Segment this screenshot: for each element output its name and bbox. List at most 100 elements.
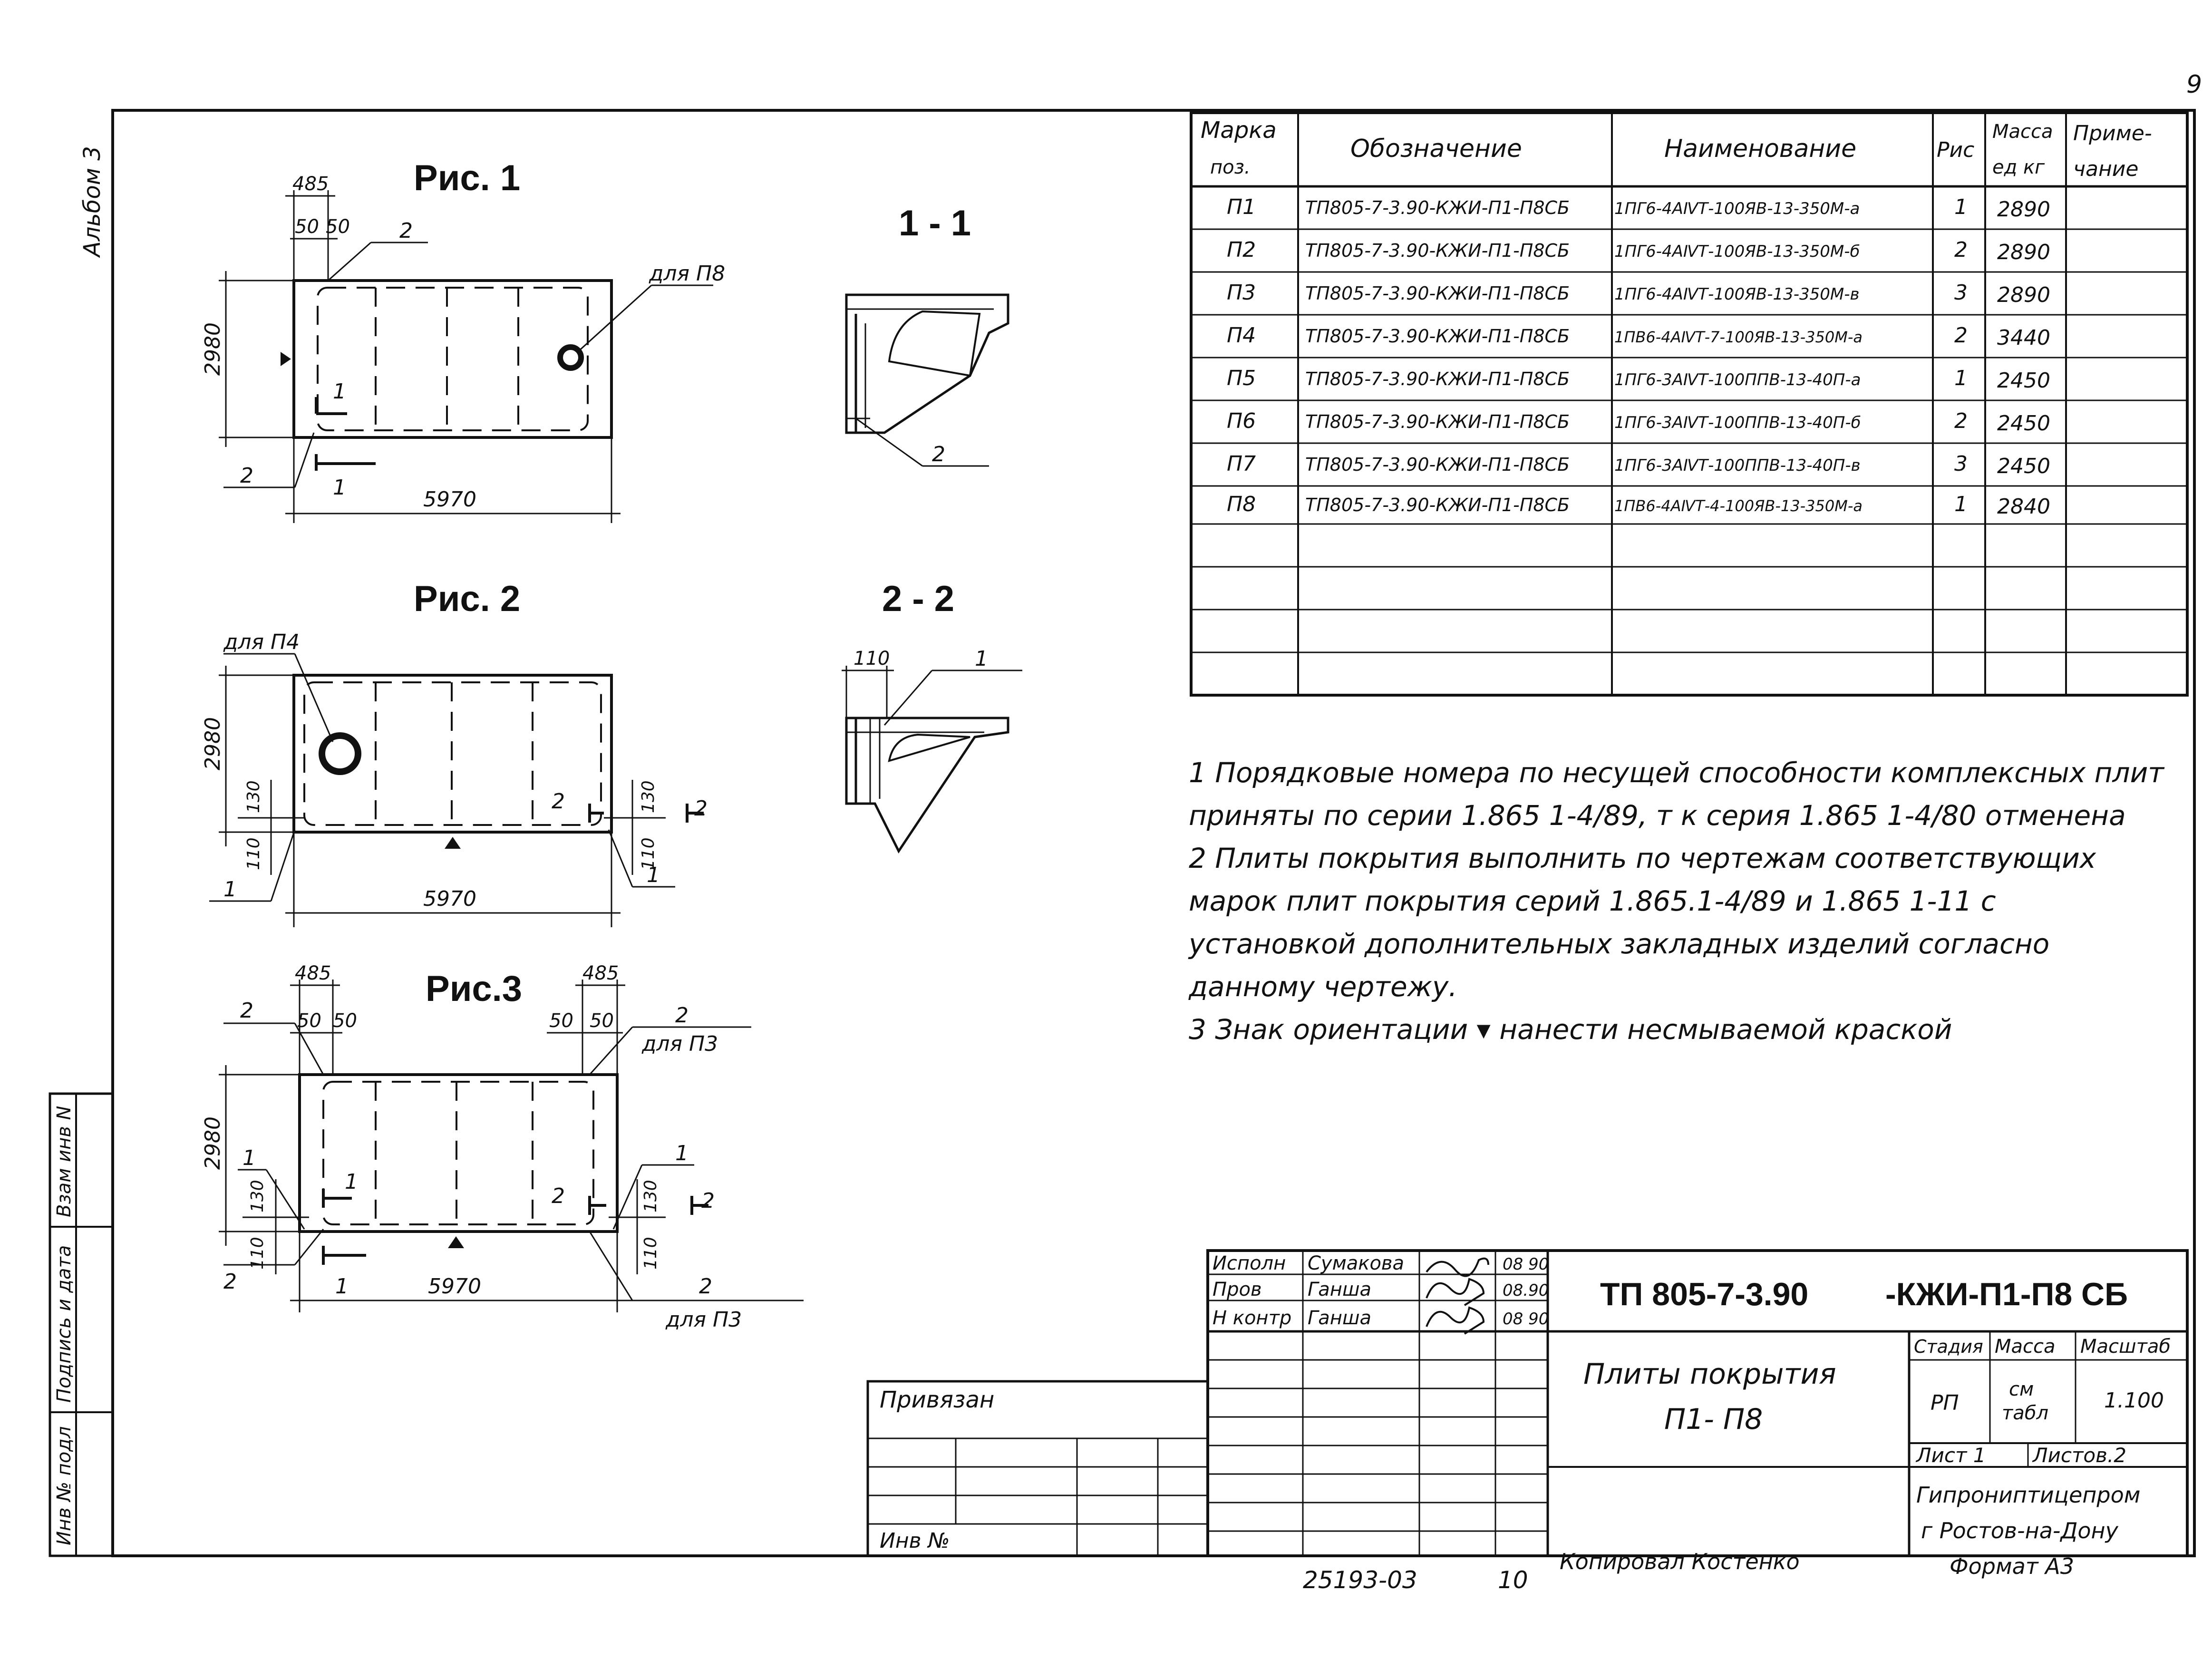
dim-110-left: 110	[244, 837, 263, 870]
row-name: 1ПГ6-3АⅣТ-100ППВ-13-40П-а	[1614, 370, 1861, 389]
section-2-2-dim: 110	[854, 648, 890, 669]
position-1-right: 1	[647, 863, 660, 887]
row-mass: 2890	[1997, 197, 2050, 222]
role-label: Исполн	[1213, 1252, 1286, 1274]
section-2-mark-inner: 2	[552, 789, 565, 814]
row-name: 1ПВ6-4АⅣТ-4-100ЯВ-13-350М-а	[1614, 497, 1863, 515]
row-mark: П3	[1227, 281, 1256, 305]
row-mass: 2890	[1997, 240, 2050, 264]
row-code: ТП805-7-3.90-КЖИ-П1-П8СБ	[1305, 495, 1570, 515]
row-code: ТП805-7-3.90-КЖИ-П1-П8СБ	[1305, 411, 1570, 432]
dim-130-right: 130	[639, 780, 658, 813]
header-prim-sub: чание	[2073, 157, 2138, 181]
row-name: 1ПГ6-4АⅣТ-100ЯВ-13-350М-а	[1614, 199, 1860, 218]
page-number: 9	[2186, 70, 2202, 99]
section-1-1: 1 - 1 2	[845, 203, 1009, 467]
header-ris: Рис	[1937, 138, 1974, 162]
mass-value-2: табл	[2002, 1402, 2048, 1424]
archive-number: 25193-03	[1303, 1566, 1417, 1594]
role-date: 08.90	[1503, 1281, 1549, 1300]
figure-2-width-dim: 5970	[423, 887, 476, 911]
scale-value: 1.100	[2104, 1388, 2164, 1413]
row-code: ТП805-7-3.90-КЖИ-П1-П8СБ	[1305, 326, 1570, 347]
orientation-mark-icon	[281, 352, 291, 366]
dim-50-b: 50	[326, 216, 350, 238]
dim-130-left: 130	[244, 780, 263, 813]
row-mark: П6	[1227, 409, 1256, 433]
header-prim: Приме-	[2073, 121, 2152, 146]
orientation-mark-icon	[448, 1236, 464, 1248]
header-naimenovanie: Наименование	[1664, 135, 1856, 163]
privyazan-label: Привязан	[880, 1387, 994, 1413]
table-row: П8 ТП805-7-3.90-КЖИ-П1-П8СБ 1ПВ6-4АⅣТ-4-…	[1227, 492, 2050, 519]
row-mass: 2840	[1997, 495, 2050, 519]
position-2-left: 2	[240, 464, 253, 488]
table-row: П5 ТП805-7-3.90-КЖИ-П1-П8СБ 1ПГ6-3АⅣТ-10…	[1227, 366, 2050, 393]
dim-50-d: 50	[590, 1010, 614, 1032]
figure-1-height-dim: 2980	[201, 322, 225, 376]
row-mass: 2450	[1997, 411, 2050, 436]
dim-130-left: 130	[248, 1180, 267, 1213]
figure-2-for-label: для П4	[223, 630, 300, 654]
row-code: ТП805-7-3.90-КЖИ-П1-П8СБ	[1305, 454, 1570, 475]
figure-1-for-label: для П8	[649, 262, 725, 286]
mass-value-1: см	[2009, 1378, 2034, 1400]
header-oboznachenie: Обозначение	[1350, 135, 1522, 163]
figure-3-width-dim: 5970	[428, 1274, 481, 1299]
organization-line2: г Ростов-на-Дону	[1921, 1518, 2119, 1543]
mass-label: Масса	[1995, 1336, 2056, 1358]
role-label: Н контр	[1213, 1307, 1291, 1329]
section-2-2-title: 2 - 2	[882, 579, 954, 619]
side-stamp-podpis: Подпись и дата	[53, 1245, 75, 1403]
dim-110-right: 110	[639, 837, 658, 870]
figure-3-for-bottom-right: для П3	[665, 1308, 742, 1332]
figure-1: Рис. 1 485 50 50 2 для П8 2980 5970 1	[201, 158, 725, 523]
role-label: Пров	[1213, 1279, 1262, 1300]
dim-50-b: 50	[333, 1010, 357, 1032]
row-mass: 3440	[1997, 326, 2050, 350]
note-line: установкой дополнительных закладных изде…	[1188, 928, 2049, 960]
figure-3-slab	[298, 1073, 619, 1233]
row-name: 1ПВ6-4АⅣТ-7-100ЯВ-13-350М-а	[1614, 328, 1863, 346]
side-stamp-inv-podl: Инв № подл	[53, 1426, 75, 1545]
section-1-mark-bottom: 1	[333, 475, 346, 500]
table-row: П3 ТП805-7-3.90-КЖИ-П1-П8СБ 1ПГ6-4АⅣТ-10…	[1227, 281, 2050, 307]
stage-value: РП	[1931, 1391, 1959, 1415]
dim-110-right: 110	[641, 1237, 660, 1270]
position-2-bottom-right: 2	[699, 1274, 712, 1299]
role-name: Сумакова	[1308, 1252, 1404, 1274]
header-massa-unit: ед кг	[1992, 156, 2045, 178]
row-fig: 3	[1954, 452, 1968, 476]
figure-2-opening	[319, 732, 361, 775]
row-fig: 3	[1954, 281, 1968, 305]
figure-1-width-dim: 5970	[423, 487, 476, 512]
dim-485-right: 485	[582, 962, 619, 984]
section-2-mark-inner: 2	[552, 1184, 565, 1208]
document-title-line1: Плиты покрытия	[1583, 1358, 1836, 1391]
row-name: 1ПГ6-4АⅣТ-100ЯВ-13-350М-в	[1614, 285, 1860, 304]
dim-130-right: 130	[641, 1180, 660, 1213]
row-mark: П1	[1227, 195, 1256, 219]
section-1-1-title: 1 - 1	[899, 203, 971, 243]
figure-1-slab	[292, 279, 613, 439]
table-row: П6 ТП805-7-3.90-КЖИ-П1-П8СБ 1ПГ6-3АⅣТ-10…	[1227, 409, 2050, 436]
position-2-top-left: 2	[240, 999, 253, 1023]
row-fig: 2	[1954, 409, 1968, 433]
note-line: приняты по серии 1.865 1-4/89, т к серия…	[1189, 799, 2126, 832]
row-mass: 2890	[1997, 283, 2050, 307]
row-fig: 2	[1954, 323, 1968, 348]
figure-2-slab	[292, 674, 613, 834]
position-2-bottom-left: 2	[223, 1270, 237, 1294]
section-2-2-position: 1	[975, 647, 988, 671]
position-2-top: 2	[399, 219, 413, 243]
section-1-mark-top: 1	[333, 379, 346, 404]
section-1-mark-bottom: 1	[335, 1274, 349, 1299]
album-label: Альбом 3	[79, 146, 106, 258]
figure-3-title: Рис.3	[426, 969, 522, 1009]
row-mark: П4	[1227, 323, 1256, 348]
note-line: 1 Порядковые номера по несущей способнос…	[1189, 757, 2165, 789]
row-name: 1ПГ6-3АⅣТ-100ППВ-13-40П-в	[1614, 456, 1861, 475]
table-row: П1 ТП805-7-3.90-КЖИ-П1-П8СБ 1ПГ6-4АⅣТ-10…	[1227, 195, 2050, 222]
header-marka-sub: поз.	[1210, 156, 1251, 178]
signature-icon	[1426, 1257, 1489, 1277]
